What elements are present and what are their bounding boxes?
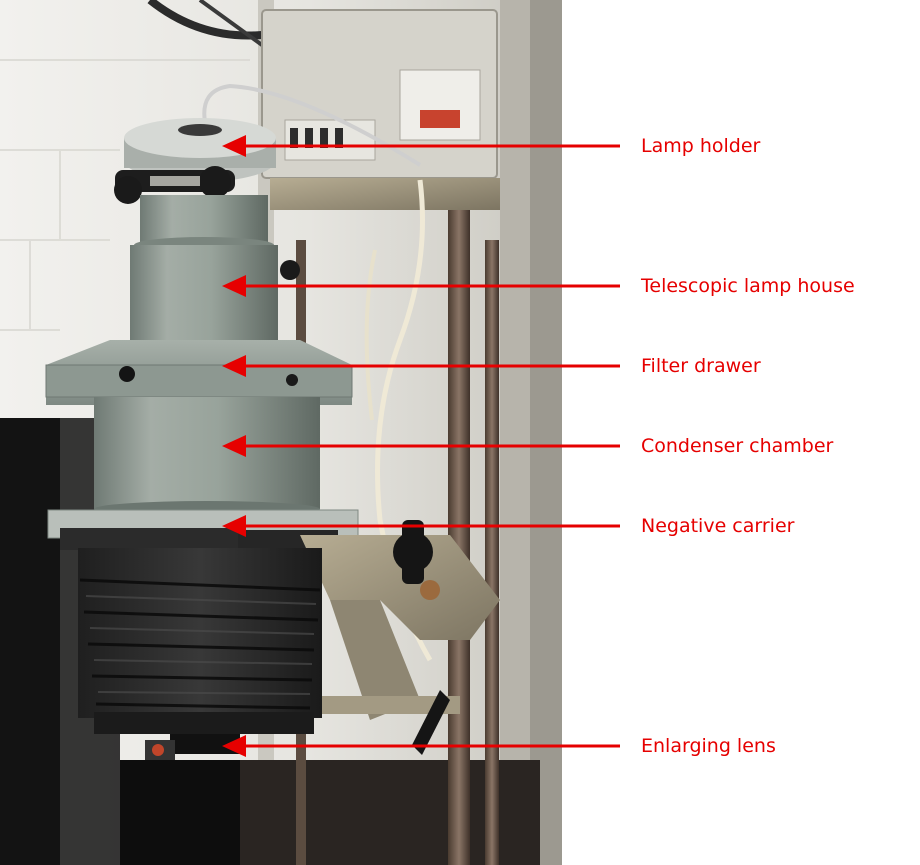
label-filter-drawer: Filter drawer xyxy=(641,355,761,377)
enlarger-photo xyxy=(0,0,562,865)
label-telescopic-lamp-house: Telescopic lamp house xyxy=(641,275,855,297)
label-enlarging-lens: Enlarging lens xyxy=(641,735,776,757)
label-condenser-chamber: Condenser chamber xyxy=(641,435,834,457)
label-negative-carrier: Negative carrier xyxy=(641,515,795,537)
label-lamp-holder: Lamp holder xyxy=(641,135,761,157)
